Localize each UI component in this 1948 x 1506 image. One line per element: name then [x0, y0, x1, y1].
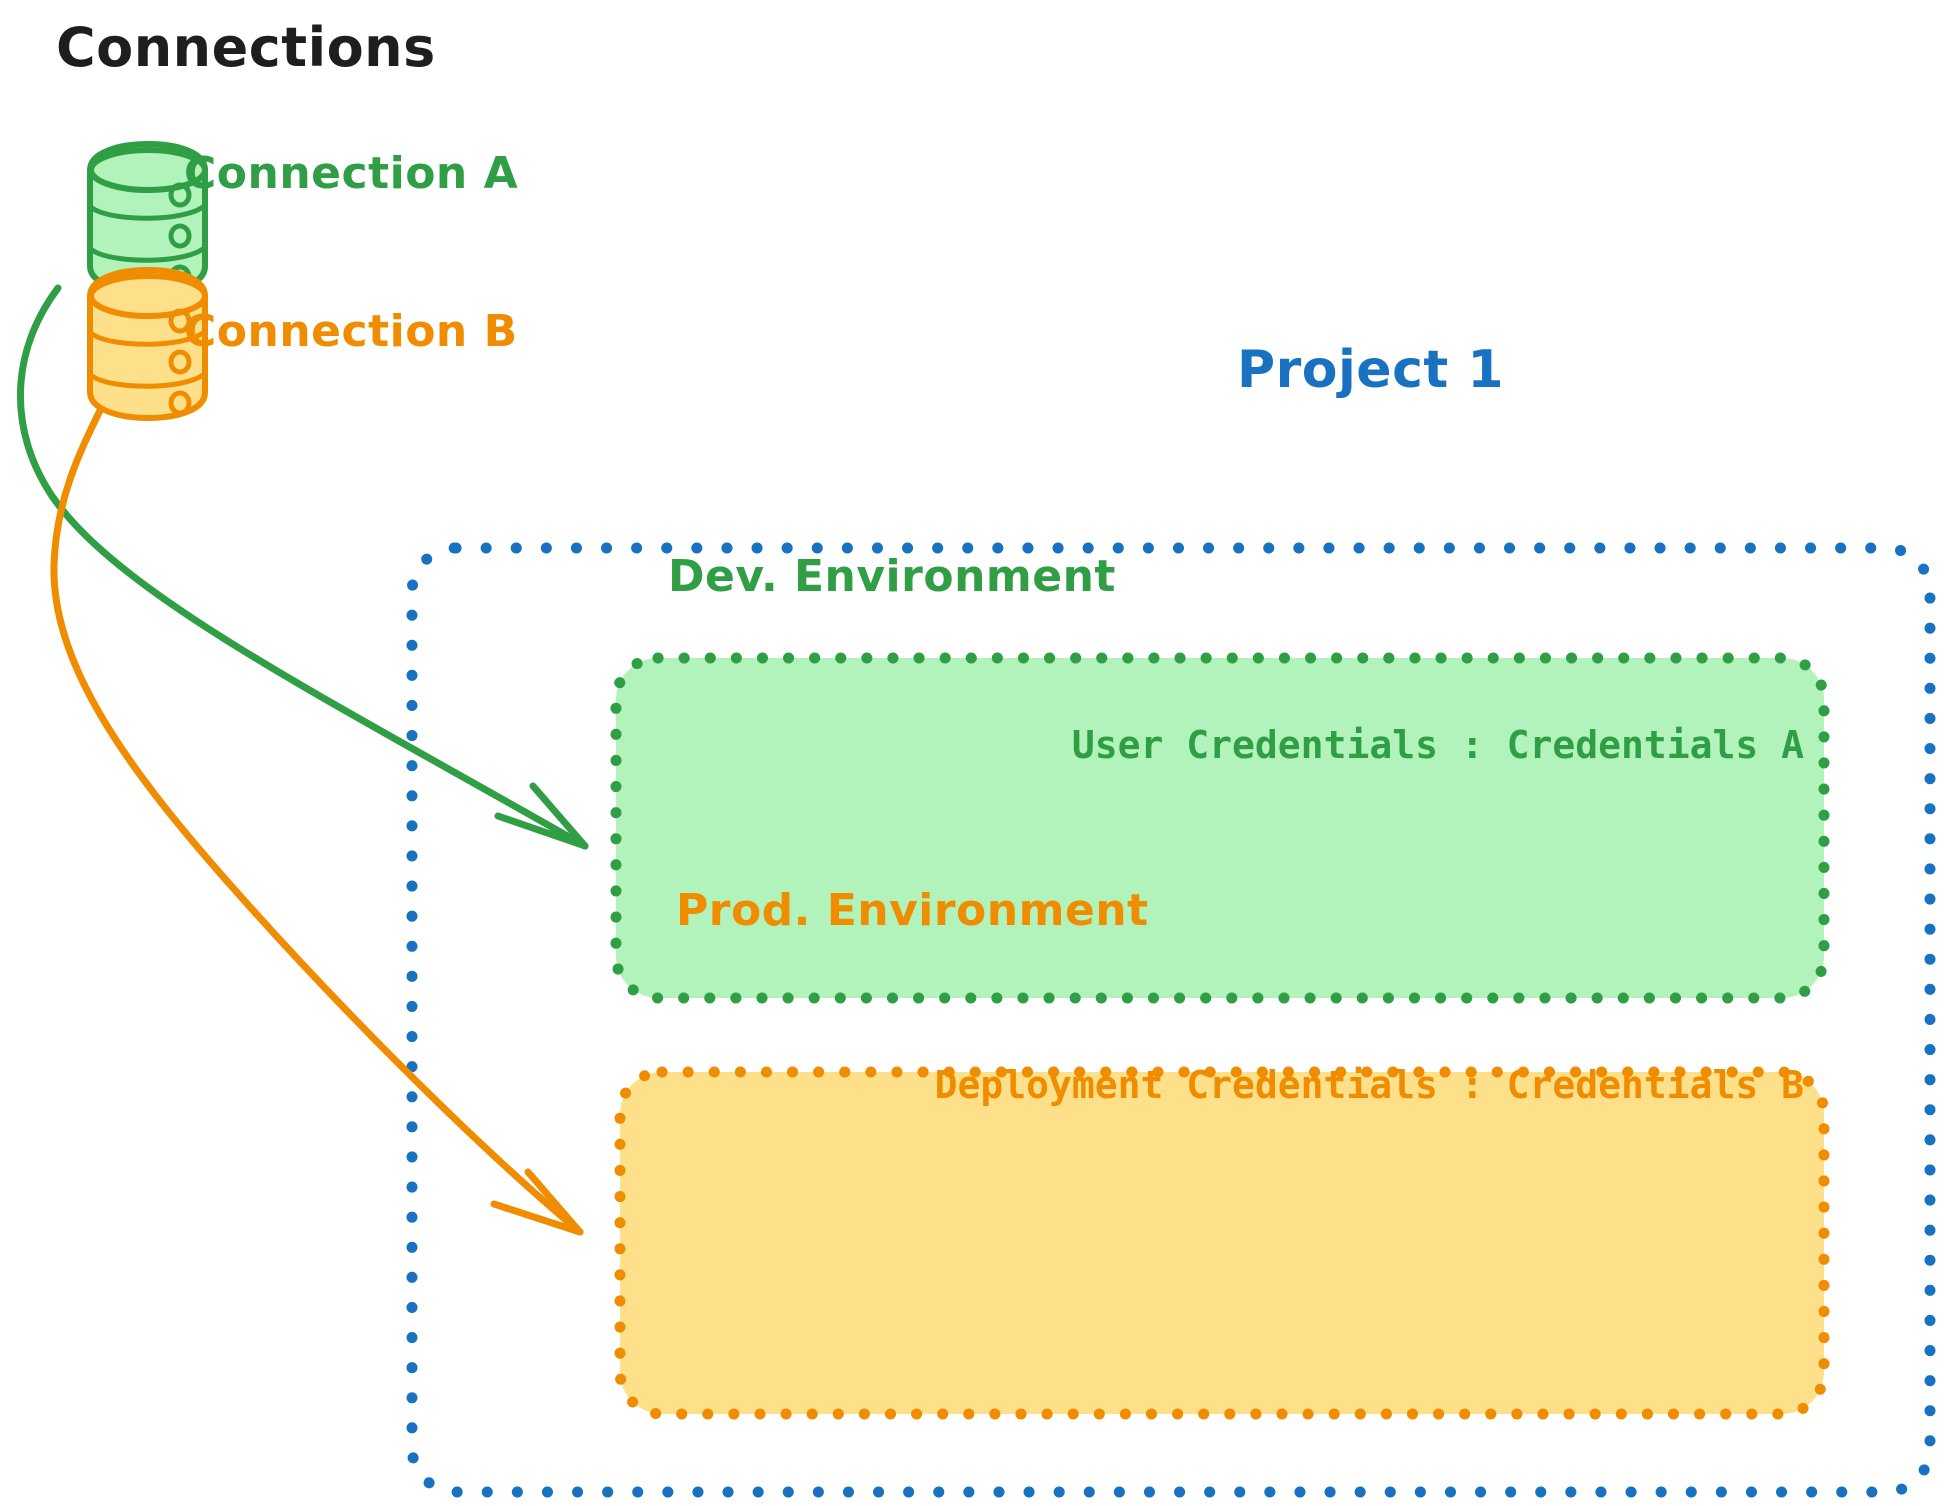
connection-a-label[interactable]: Connection A — [184, 148, 519, 199]
project-1-label: Project 1 — [1237, 340, 1505, 400]
dev-environment-credentials: User Credentials : Credentials A — [1071, 723, 1804, 767]
project-1-container[interactable] — [406, 542, 1936, 1498]
arrow-connection-a-to-dev — [17, 284, 589, 850]
connection-b-label[interactable]: Connection B — [184, 306, 518, 357]
page-title: Connections — [56, 16, 436, 79]
prod-environment-box[interactable] — [614, 1066, 1830, 1420]
dev-environment-box[interactable] — [610, 652, 1830, 1004]
dev-environment-title: Dev. Environment — [668, 551, 1116, 602]
prod-environment-title: Prod. Environment — [676, 885, 1149, 936]
arrow-connection-b-to-prod — [50, 386, 584, 1236]
prod-environment-credentials: Deployment Credentials : Credentials B — [934, 1063, 1804, 1107]
database-cylinder-icon-connection-b[interactable] — [87, 267, 208, 421]
